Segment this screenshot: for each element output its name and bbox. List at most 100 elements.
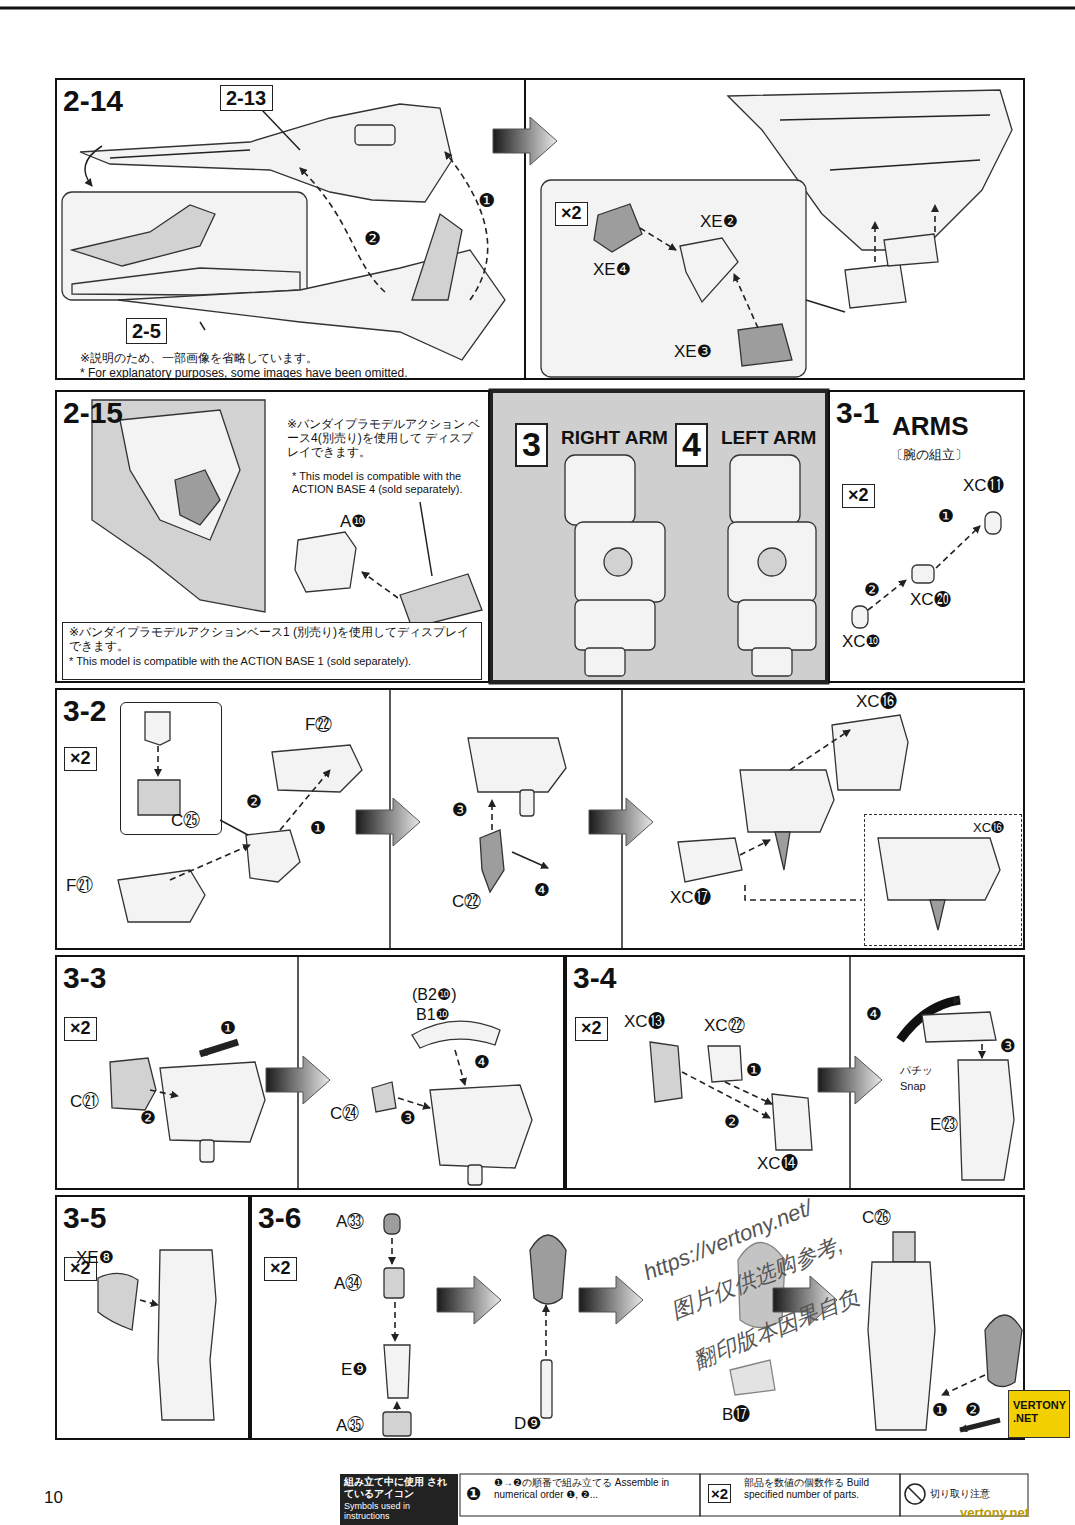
node-text: 3-3 <box>63 961 106 996</box>
node-text: ×2 <box>576 1018 607 1040</box>
illustration-shape <box>200 322 205 330</box>
illustration-shape <box>868 1262 935 1430</box>
part-label: XC❿ <box>842 632 881 652</box>
illustration-shape <box>905 1484 925 1504</box>
illustration-shape <box>585 648 625 676</box>
illustration-shape <box>356 798 420 846</box>
step-number: ❶ <box>220 1018 236 1039</box>
illustration-shape <box>730 1360 775 1395</box>
illustration-shape <box>92 400 482 628</box>
illustration-shape <box>942 1375 985 1395</box>
illustration-shape <box>874 222 876 262</box>
illustration-shape <box>396 1402 398 1410</box>
illustration-shape <box>98 1273 138 1330</box>
illustration-shape <box>575 522 665 602</box>
illustration-shape <box>985 512 1001 534</box>
illustration-shape <box>930 900 945 930</box>
illustration-shape <box>740 840 770 855</box>
illustration-shape <box>118 870 205 922</box>
step-number: ❶ <box>466 1484 481 1505</box>
quantity-box: ×2 <box>64 747 97 771</box>
node-text: 3-4 <box>573 961 616 996</box>
illustration-shape <box>852 606 868 628</box>
step-number: ❶ <box>932 1400 948 1421</box>
illustration-shape <box>512 852 548 868</box>
illustration-shape <box>362 572 398 598</box>
part-label: C㉒ <box>452 892 481 912</box>
illustration-shape <box>832 715 908 790</box>
node-text: ×2 <box>65 748 96 770</box>
illustration-shape <box>934 205 936 232</box>
illustration-shape <box>958 1060 1014 1180</box>
step-number: ❶ <box>938 506 954 527</box>
illustration-shape <box>110 150 250 158</box>
illustration-shape <box>884 234 938 266</box>
illustration-shape <box>493 117 557 165</box>
node-text: C㉕ <box>171 811 200 831</box>
illustration-shape <box>455 1050 465 1085</box>
node-text: 2-13 <box>221 86 272 110</box>
part-label: B⓱ <box>722 1405 750 1425</box>
illustration-shape <box>72 268 300 295</box>
part-label: C㉔ <box>330 1104 359 1124</box>
illustration-shape <box>118 712 1000 930</box>
illustration-shape <box>758 548 786 576</box>
quantity-box: ×2 <box>575 1017 608 1041</box>
illustration-shape <box>579 1276 643 1324</box>
node-text: 2-5 <box>127 319 166 343</box>
illustration-shape <box>734 274 758 328</box>
illustration-shape <box>80 104 452 202</box>
step-number: ❷ <box>724 1112 740 1133</box>
step-panel: 2-142-132-5×2 <box>55 78 1025 380</box>
part-label: A❿ <box>340 512 367 532</box>
reference-box: 2-5 <box>126 318 167 344</box>
illustration-shape <box>541 1360 552 1418</box>
node-text: LEFT ARM <box>721 427 816 449</box>
node-text: 2-14 <box>63 84 123 119</box>
illustration-shape <box>806 300 845 312</box>
illustration-shape <box>708 1046 742 1082</box>
step-number: ❹ <box>474 1052 490 1073</box>
step-panel: 3-2×2C㉕XC⓰ <box>55 688 1025 950</box>
part-label: F㉒ <box>305 715 332 735</box>
illustration-shape <box>730 455 800 525</box>
part-label: A㉞ <box>334 1274 362 1294</box>
illustration-shape <box>678 838 742 882</box>
illustration-shape <box>852 512 1001 628</box>
illustration-shape <box>394 1302 396 1341</box>
illustration-shape <box>650 1000 1014 1180</box>
symbols-header: 組み立て中に使用 されているアイコンSymbols used in instru… <box>340 1474 458 1525</box>
node-text: 3-6 <box>258 1201 301 1236</box>
node-text: ×2 <box>843 485 874 507</box>
illustration-shape <box>145 712 170 745</box>
node-text: XC⓰ <box>973 821 1004 836</box>
illustration-shape <box>524 78 526 380</box>
part-label: C㉖ <box>862 1208 891 1228</box>
step-panel: 3-5×2 <box>55 1195 250 1440</box>
illustration-shape <box>738 600 816 650</box>
part-label: パチッ <box>900 1064 933 1077</box>
illustration-shape <box>92 400 265 612</box>
step-number: ❷ <box>246 792 262 813</box>
illustration-shape <box>170 845 250 880</box>
illustration-shape <box>200 1140 214 1162</box>
illustration-shape <box>175 470 220 525</box>
quantity-box: ×2 <box>842 484 875 508</box>
illustration-shape <box>491 800 493 830</box>
node-text: 3 <box>517 425 546 464</box>
illustration-shape <box>262 110 300 150</box>
illustration-shape <box>85 146 102 186</box>
part-label: B1❿ <box>416 1006 450 1024</box>
watermark-badge: VERTONY .NET <box>1008 1390 1070 1438</box>
step-number: ❷ <box>965 1400 981 1421</box>
illustration-shape <box>922 1012 996 1042</box>
illustration-shape <box>640 228 676 250</box>
illustration-shape <box>728 522 816 602</box>
illustration-shape <box>775 832 790 870</box>
illustration-shape <box>98 1250 216 1420</box>
illustration-shape <box>780 115 990 120</box>
illustration-shape <box>300 168 385 292</box>
part-label: ×2 <box>708 1484 731 1503</box>
note-box: ※バンダイプラモデルアクションベース1 (別売り)を使用してディスプレイできます… <box>62 622 482 680</box>
